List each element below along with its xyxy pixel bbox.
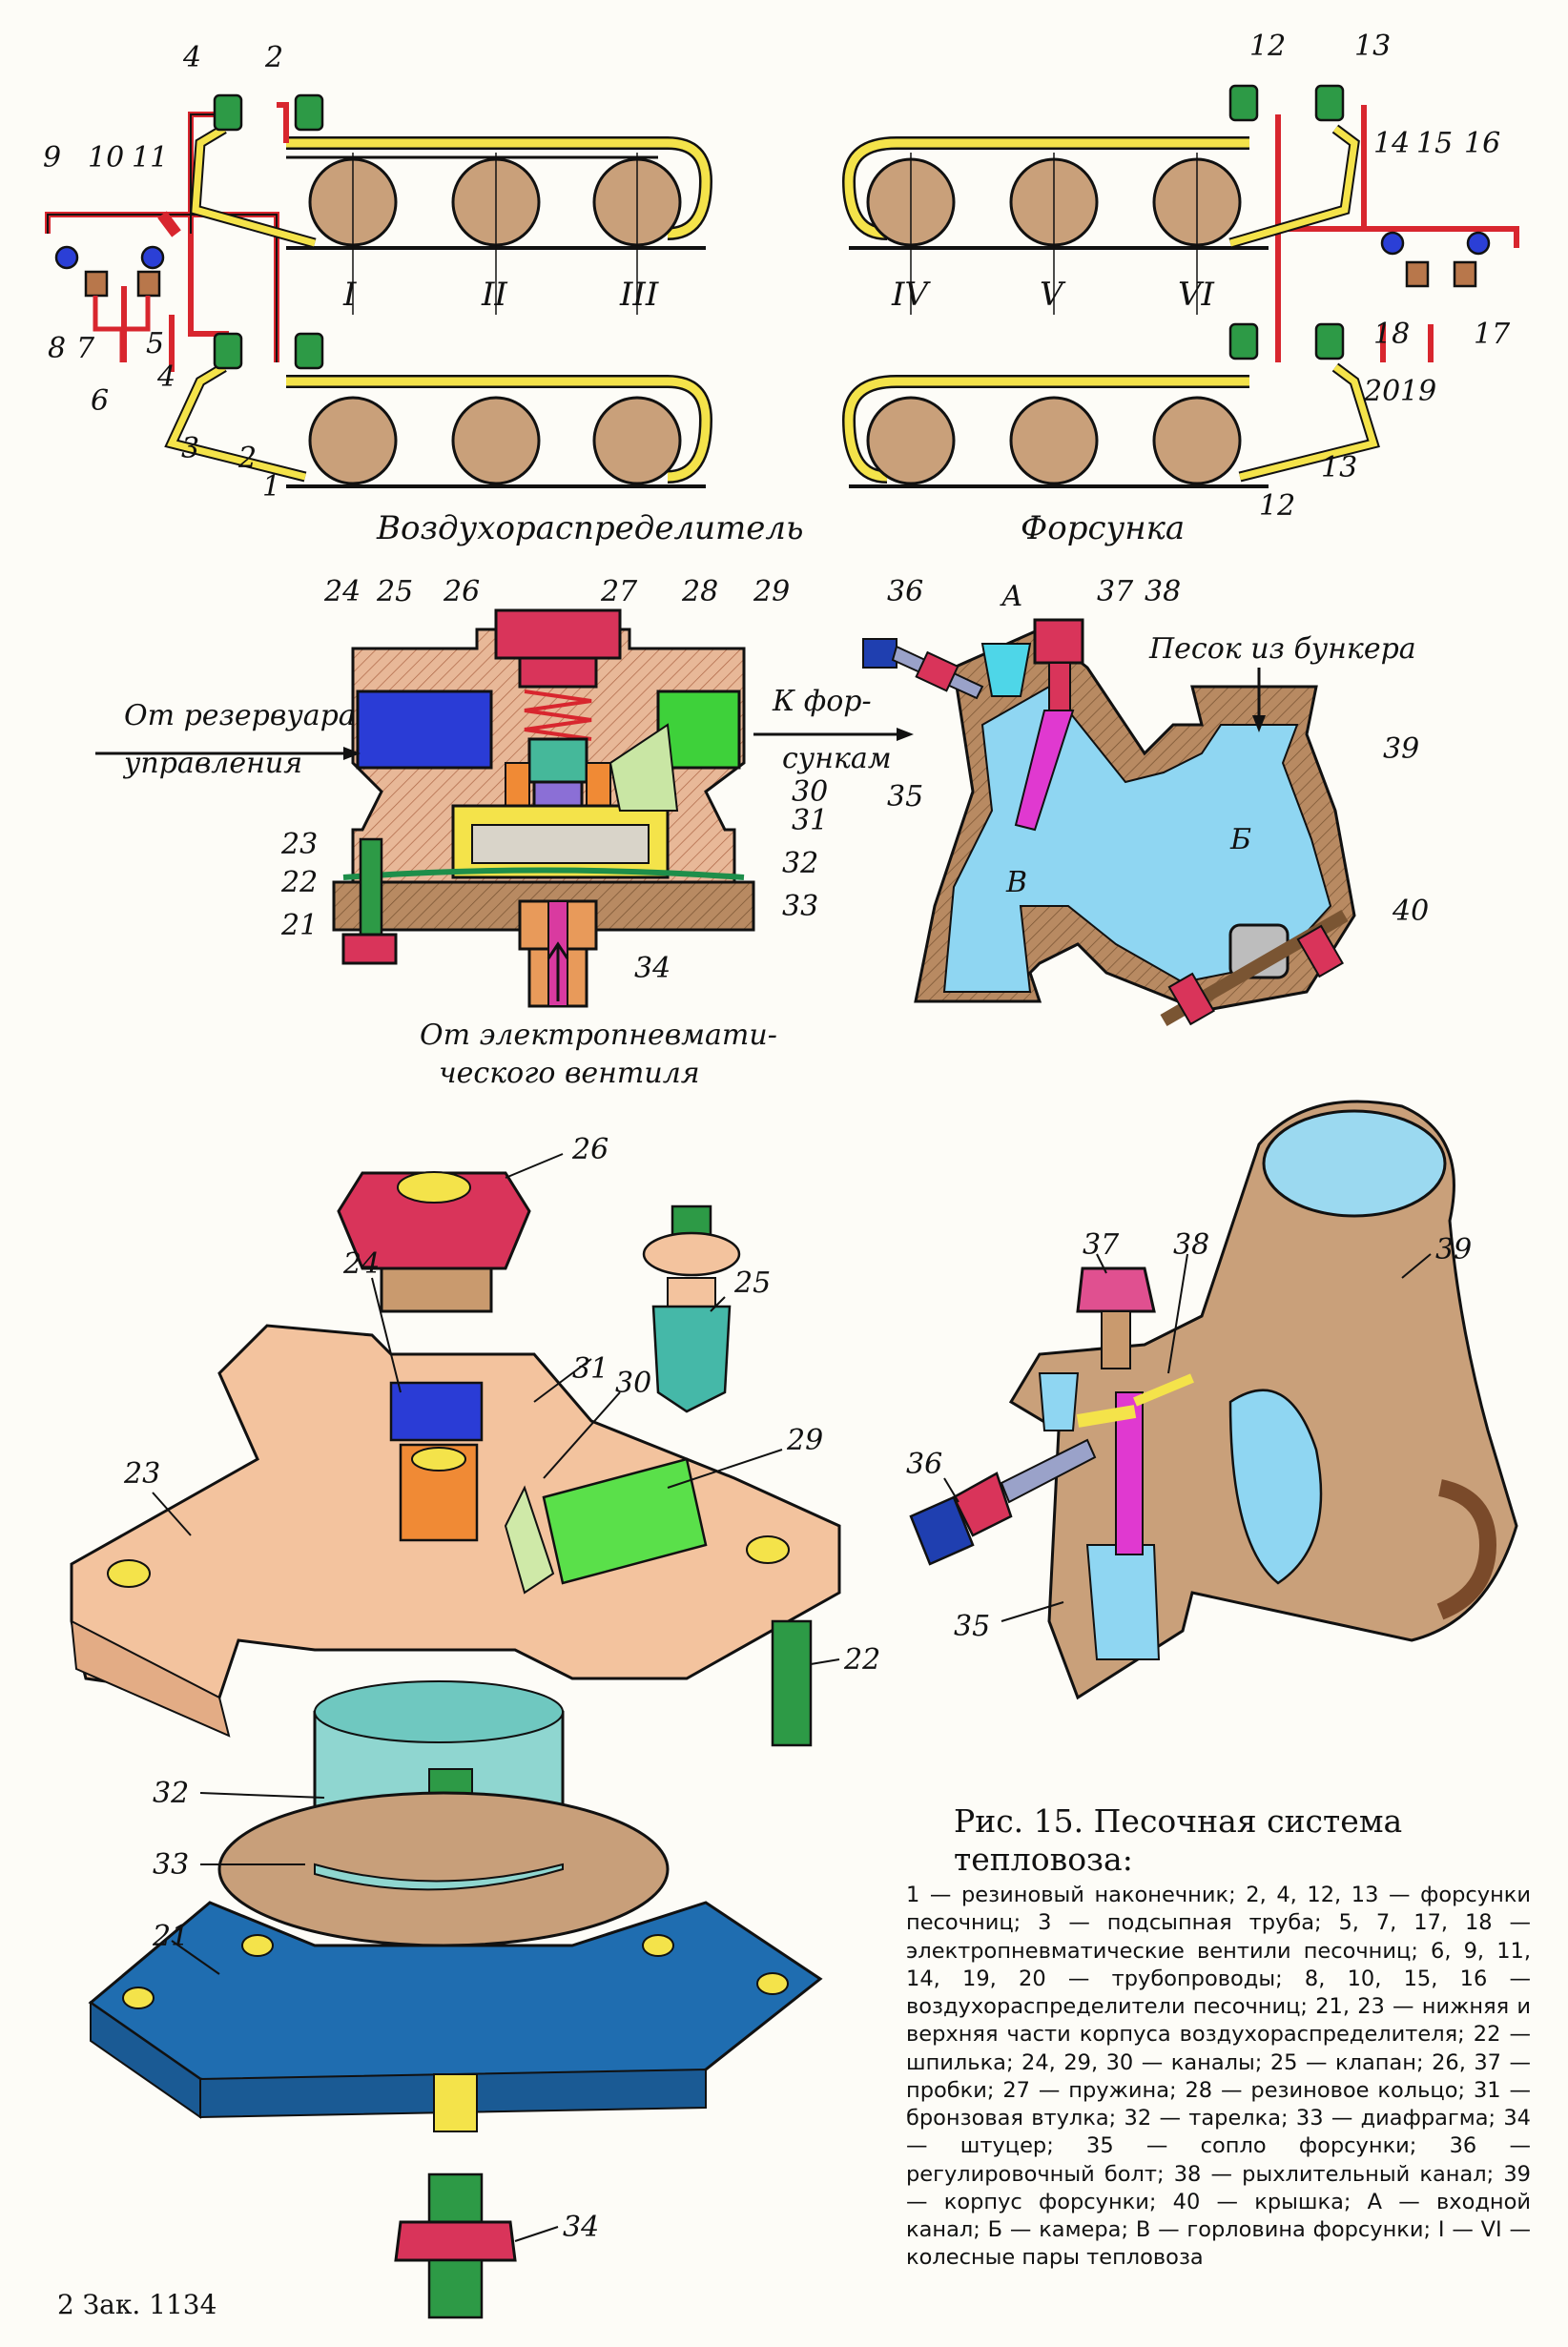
label-V-throat: В: [1005, 866, 1027, 899]
exploded-distributor: 26 25 24 31 30 29 23 22 32 33 21 34: [70, 1133, 880, 2319]
nozzle-cutaway: 37 38 39 36 35: [906, 1100, 1518, 1700]
part-number-label: 32: [153, 1777, 189, 1810]
part-number-label: 25: [733, 1266, 771, 1300]
sand-nozzles-left: [213, 93, 324, 370]
part-number-label: 13: [1321, 451, 1357, 484]
part-number-label: 16: [1464, 127, 1500, 160]
label-k-forsunkam-2: сункам: [782, 742, 892, 775]
part-number-label: 28: [681, 575, 718, 608]
part-number-label: 21: [152, 1920, 189, 1953]
wheel-label-IV: IV: [891, 276, 931, 314]
part-number-label: 40: [1392, 895, 1429, 928]
part-number-label: 5: [146, 327, 164, 360]
label-pesok-iz-bunkera: Песок из бункера: [1148, 632, 1416, 666]
part-number-label: 26: [443, 575, 480, 608]
caption-title: Рис. 15. Песочная система тепловоза:: [954, 1802, 1403, 1878]
part-numbers-top: 4 2 9 10 11 8 7 6 5 4 3 2 1 12 13 14 15 …: [43, 30, 1511, 523]
nozzle-section: Песок из бункера А Б В 36 37 38 39 35 40: [862, 575, 1429, 1027]
part-number-label: 3: [181, 432, 199, 465]
part-number-label: 30: [792, 775, 828, 809]
part-number-label: 29: [786, 1424, 823, 1457]
figure-caption: Рис. 15. Песочная система тепловоза: 1 —…: [906, 1802, 1531, 2273]
label-ot-rezervuara-2: управления: [122, 747, 302, 780]
label-A: А: [1000, 580, 1023, 613]
part-number-label: 23: [123, 1457, 160, 1491]
label-B-chamber: Б: [1229, 823, 1251, 856]
part-number-label: 32: [782, 847, 818, 880]
part-number-label: 10: [88, 141, 124, 175]
wheel-label-II: II: [481, 276, 507, 314]
label-ot-elektro-2: ческого вентиля: [439, 1057, 700, 1090]
part-number-label: 33: [782, 890, 818, 923]
part-number-label: 6: [91, 384, 109, 418]
part-number-label: 12: [1259, 489, 1295, 523]
part-number-label: 7: [76, 332, 95, 365]
part-number-label: 25: [376, 575, 413, 608]
label-vozdukhoraspredelitel: Воздухораспределитель: [376, 509, 804, 547]
part-number-label: 31: [572, 1352, 609, 1386]
part-number-label: 24: [342, 1247, 380, 1281]
label-forsunka: Форсунка: [1021, 509, 1185, 547]
part-number-label: 22: [280, 866, 318, 899]
part-number-label: 12: [1249, 30, 1286, 63]
air-distributor-section: От резервуара управления К фор- сункам О…: [95, 575, 914, 1090]
part-number-label: 37: [1097, 575, 1134, 608]
label-ot-rezervuara-1: От резервуара: [124, 699, 356, 732]
part-number-label: 20: [1363, 375, 1400, 408]
part-number-label: 19: [1400, 375, 1436, 408]
part-number-label: 35: [954, 1610, 990, 1643]
part-number-label: 38: [1173, 1228, 1209, 1262]
part-number-label: 31: [792, 804, 828, 837]
part-number-label: 23: [280, 828, 318, 861]
part-number-label: 9: [43, 141, 61, 175]
part-number-label: 38: [1145, 575, 1181, 608]
part-number-label: 11: [132, 141, 168, 175]
part-number-label: 33: [153, 1848, 189, 1882]
part-number-label: 17: [1474, 318, 1511, 351]
caption-legend: 1 — резиновый наконечник; 2, 4, 12, 13 —…: [906, 1883, 1531, 2271]
label-ot-elektro-1: От электропневмати-: [420, 1019, 777, 1052]
wheel-row-upper-left: [308, 157, 682, 247]
part-number-label: 34: [634, 952, 671, 985]
wheel-label-III: III: [619, 276, 659, 314]
part-number-label: 24: [323, 575, 361, 608]
part-number-label: 14: [1373, 127, 1410, 160]
bogie-right: IV V VI Форсунка: [841, 84, 1519, 547]
label-k-forsunkam-1: К фор-: [772, 685, 872, 718]
part-number-label: 35: [887, 780, 923, 813]
wheel-label-VI: VI: [1178, 276, 1215, 314]
part-number-label: 15: [1416, 127, 1453, 160]
part-number-label: 27: [600, 575, 638, 608]
air-distributors-left: [54, 211, 181, 362]
part-number-label: 1: [262, 470, 280, 504]
part-number-label: 39: [1435, 1233, 1472, 1266]
part-number-label: 36: [906, 1448, 942, 1481]
part-number-label: 30: [615, 1367, 651, 1400]
part-number-label: 13: [1354, 30, 1391, 63]
wheel-label-V: V: [1040, 276, 1066, 314]
page-footer: 2 Зак. 1134: [57, 2289, 217, 2320]
part-number-label: 26: [571, 1133, 609, 1166]
part-number-label: 39: [1383, 732, 1419, 766]
part-number-label: 29: [753, 575, 790, 608]
part-number-label: 2: [237, 442, 257, 475]
part-number-label: 8: [48, 332, 66, 365]
bogie-left: I II III: [45, 93, 804, 547]
part-number-label: 21: [280, 909, 318, 942]
part-number-label: 2: [264, 41, 283, 74]
part-number-label: 18: [1373, 318, 1410, 351]
wheel-label-I: I: [342, 276, 357, 314]
part-number-label: 34: [563, 2211, 599, 2244]
part-number-label: 22: [843, 1643, 880, 1677]
part-number-label: 37: [1083, 1228, 1120, 1262]
part-number-label: 4: [156, 360, 175, 394]
part-number-label: 36: [887, 575, 923, 608]
part-number-label: 4: [182, 41, 201, 74]
